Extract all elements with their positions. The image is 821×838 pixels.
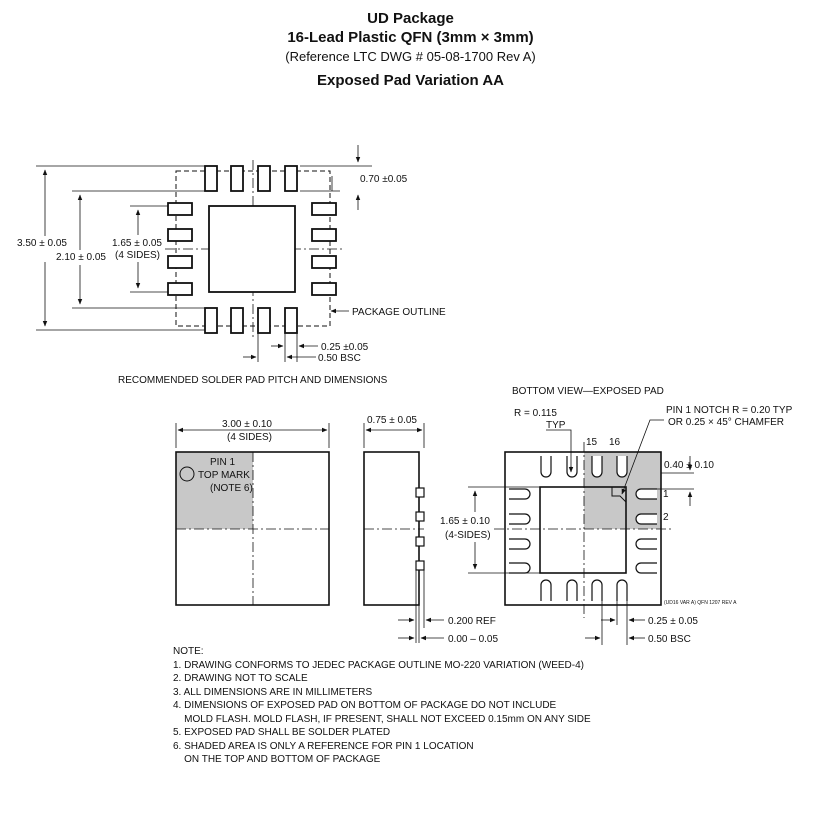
terminal [566,579,578,601]
solder-pad [284,307,298,334]
package-subtitle: 16-Lead Plastic QFN (3mm × 3mm) [287,29,534,46]
pin-15-label: 15 [586,437,598,448]
pin-1-label: 1 [663,489,669,500]
terminal [509,488,531,500]
dim-terminal-pitch: 0.50 BSC [648,634,691,645]
exposed-pad-footprint [208,205,296,293]
pin1-top-mark [179,466,195,482]
side-lead [415,536,425,547]
dim-package-height: 0.75 ± 0.05 [367,415,417,426]
pin-16-label: 16 [609,437,621,448]
note-item: MOLD FLASH. MOLD FLASH, IF PRESENT, SHAL… [173,713,591,725]
terminal [635,538,657,550]
pin1-notch-label: PIN 1 NOTCH R = 0.20 TYP [666,405,793,416]
dim-body-size: 3.00 ± 0.10 [222,419,272,430]
terminal [616,579,628,601]
solder-pad [204,165,218,192]
note-item: 4. DIMENSIONS OF EXPOSED PAD ON BOTTOM O… [173,700,557,711]
dim-terminal-width: 0.25 ± 0.05 [648,616,698,627]
exposed-pad [539,486,627,574]
terminal [509,562,531,574]
package-body-bottom [504,451,662,606]
solder-view-dimensions [36,145,372,362]
notes-block: NOTE: 1. DRAWING CONFORMS TO JEDEC PACKA… [173,645,591,767]
drawing-id: (UD16 VAR A) QFN 1207 REV A [664,600,737,606]
note-item: 5. EXPOSED PAD SHALL BE SOLDER PLATED [173,727,391,738]
solder-pad [284,165,298,192]
note-item: 3. ALL DIMENSIONS ARE IN MILLIMETERS [173,686,373,698]
terminal [635,488,657,500]
dim-pad-width: 0.25 ±0.05 [321,342,369,353]
terminal [635,562,657,574]
dim-outline-width: 3.50 ± 0.05 [17,238,67,249]
solder-pad [257,165,271,192]
dim-terminal-length: 0.40 ± 0.10 [664,460,714,471]
solder-pad [167,255,193,269]
pin1-shaded-area [176,452,253,529]
dim-lead-thickness: 0.200 REF [448,616,496,627]
dim-pad-length: 0.70 ±0.05 [360,174,408,185]
notes-heading: NOTE: [173,646,204,657]
solder-pad [167,228,193,242]
terminal-radius: R = 0.115 [514,408,557,419]
solder-pad [167,282,193,296]
dim-pad-span: 2.10 ± 0.05 [56,252,106,263]
package-body-top [175,451,330,606]
dim-pad-pitch: 0.50 BSC [318,353,361,364]
terminal [509,513,531,525]
dim-exposed-pad-bottom: 1.65 ± 0.10 [440,516,490,527]
pin1-top-mark-label: TOP MARK [198,470,250,481]
note-item: 1. DRAWING CONFORMS TO JEDEC PACKAGE OUT… [173,659,584,671]
solder-pad [230,165,244,192]
note-item: 2. DRAWING NOT TO SCALE [173,673,308,684]
solder-pad [204,307,218,334]
side-lead [415,560,425,571]
dim-exposed-pad: 1.65 ± 0.05 [112,238,162,249]
bottom-view [468,419,694,645]
pin1-label: PIN 1 [210,457,235,468]
solder-pad-caption: RECOMMENDED SOLDER PAD PITCH AND DIMENSI… [118,375,388,386]
top-view [175,423,330,606]
solder-pad [311,228,337,242]
terminal [591,579,603,601]
solder-pad [311,282,337,296]
note-item: 6. SHADED AREA IS ONLY A REFERENCE FOR P… [173,740,474,752]
pin1-note-ref: (NOTE 6) [210,483,253,494]
dim-exposed-pad-bottom-note: (4-SIDES) [445,530,491,541]
terminal [509,538,531,550]
dim-body-size-note: (4 SIDES) [227,432,272,443]
pin1-chamfer-label: OR 0.25 × 45° CHAMFER [668,417,784,428]
dim-exposed-pad-note: (4 SIDES) [115,250,160,261]
terminal [616,456,628,478]
terminal [635,513,657,525]
pad-variation: Exposed Pad Variation AA [317,72,504,89]
bottom-view-title: BOTTOM VIEW—EXPOSED PAD [512,386,664,397]
dim-standoff: 0.00 – 0.05 [448,634,498,645]
terminal-radius-typ: TYP [546,420,566,431]
terminal [540,456,552,478]
reference-drawing: (Reference LTC DWG # 05-08-1700 Rev A) [285,49,536,64]
package-outline-label: PACKAGE OUTLINE [352,307,446,318]
terminal [591,456,603,478]
side-lead [415,511,425,522]
side-lead [415,487,425,498]
terminal [566,456,578,478]
solder-pad-view [165,160,345,338]
solder-pad [311,255,337,269]
solder-pad [257,307,271,334]
note-item: ON THE TOP AND BOTTOM OF PACKAGE [173,754,381,765]
solder-pad [167,202,193,216]
solder-pad [311,202,337,216]
pin-2-label: 2 [663,512,669,523]
solder-pad [230,307,244,334]
side-view [363,423,444,643]
package-title: UD Package [367,10,454,27]
terminal [540,579,552,601]
